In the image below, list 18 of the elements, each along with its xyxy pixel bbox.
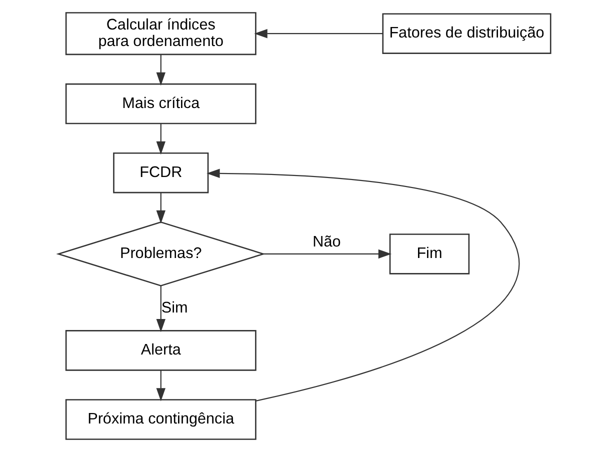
arrow	[206, 168, 518, 402]
edge-label: Não	[312, 234, 340, 250]
node-box: Fim	[388, 234, 470, 274]
arrow	[263, 249, 392, 259]
node-box: Alerta	[64, 330, 256, 371]
arrow	[156, 286, 165, 332]
node-box: Calcular índices para ordenamento	[64, 12, 256, 56]
arrow	[156, 192, 165, 224]
arrow	[254, 29, 382, 38]
node-diamond: Problemas?	[56, 221, 266, 286]
edge-label: Sim	[160, 299, 188, 316]
node-box: Próxima contingência	[64, 399, 256, 440]
node-box: Fatores de distribuição	[382, 13, 551, 54]
node-box: Mais crítica	[64, 83, 256, 124]
arrow	[156, 370, 165, 402]
arrow	[156, 54, 165, 86]
node-box: FCDR	[112, 152, 208, 194]
arrow	[156, 124, 165, 155]
